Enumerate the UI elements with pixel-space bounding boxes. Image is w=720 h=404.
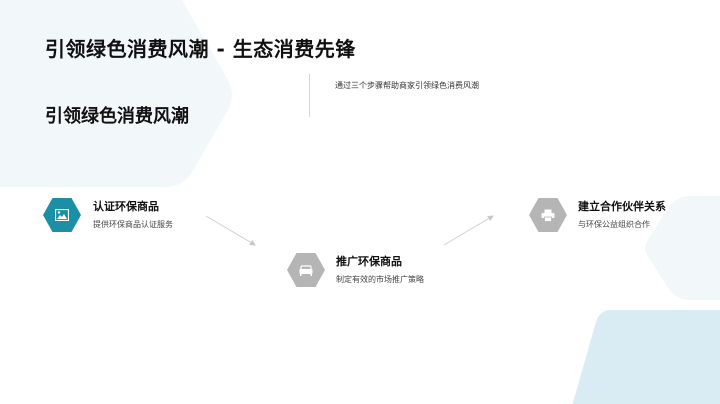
step-1-icon-badge [43,198,81,232]
step-2-title: 推广环保商品 [336,255,402,268]
sofa-icon [299,264,313,276]
step-2-icon-badge [287,253,325,287]
step-1-title: 认证环保商品 [93,200,159,213]
vertical-divider [309,74,310,117]
image-icon [55,209,69,221]
step-1-description: 提供环保商品认证服务 [93,220,173,229]
step-3-title: 建立合作伙伴关系 [578,200,666,213]
section-heading: 引领绿色消费风潮 [45,106,189,127]
step-2-description: 制定有效的市场推广策略 [336,275,424,284]
printer-icon [541,209,555,222]
page-title: 引领绿色消费风潮 - 生态消费先锋 [45,37,356,61]
step-3-description: 与环保公益组织合作 [578,220,650,229]
intro-text: 通过三个步骤帮助商家引领绿色消费风潮 [335,81,479,90]
